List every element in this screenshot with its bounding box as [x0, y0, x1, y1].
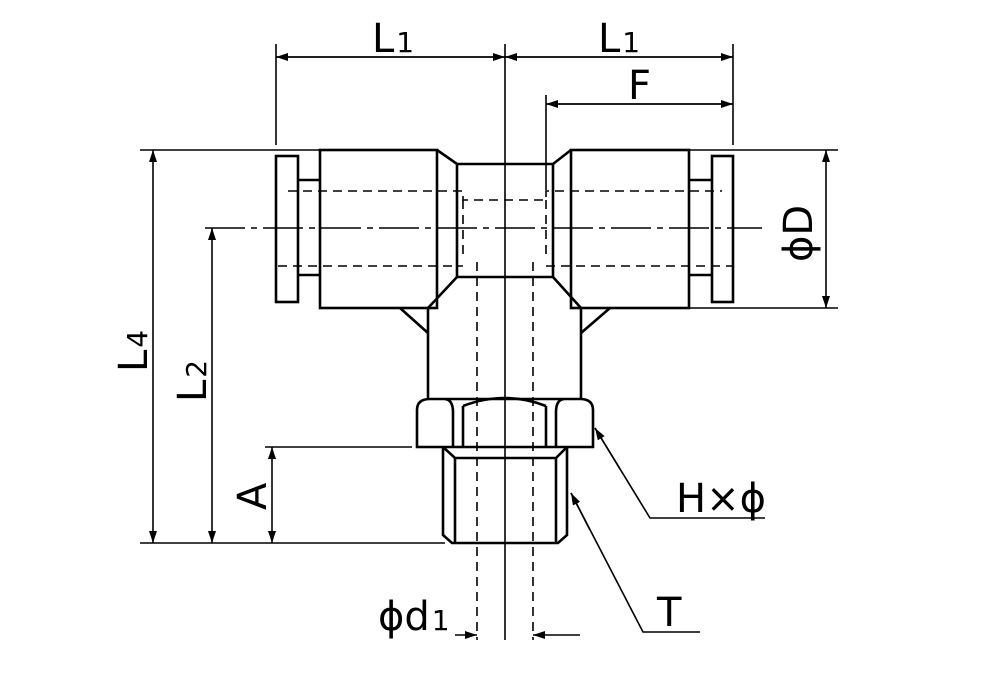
- right-body: [569, 148, 691, 310]
- dimensions: [140, 44, 838, 639]
- right-release-ring: [710, 154, 735, 304]
- label-f: F: [628, 63, 651, 109]
- label-a: A: [230, 482, 276, 510]
- thread: [441, 447, 569, 545]
- label-l1-right: L1: [598, 16, 640, 62]
- left-body: [318, 148, 439, 310]
- left-release-ring: [274, 154, 300, 304]
- label-phi-d: ϕD: [776, 205, 822, 262]
- label-l4: L4: [111, 330, 157, 372]
- fitting-body: [274, 148, 735, 545]
- hidden-lines: [278, 190, 732, 640]
- label-l1-left: L1: [372, 16, 414, 62]
- label-phi-d1: ϕd1: [378, 594, 450, 640]
- label-hex-size: H×ϕ: [676, 476, 766, 522]
- hex-nut: [415, 397, 595, 449]
- center-lines: [205, 44, 762, 640]
- label-thread-t: T: [656, 590, 682, 636]
- label-l2: L2: [170, 360, 216, 402]
